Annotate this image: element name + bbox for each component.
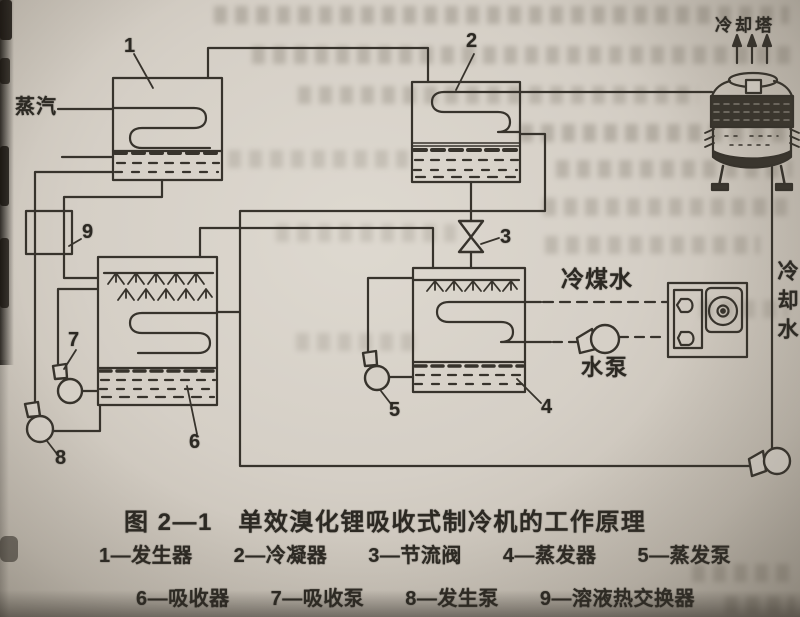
heat-exchanger-box: [24, 209, 74, 256]
tower-fill-media: [709, 94, 795, 129]
chilled-water-coil: [435, 300, 527, 344]
component-number-5: 5: [389, 399, 401, 421]
generator-vessel: [111, 76, 224, 182]
water-pump-label: 水泵: [581, 355, 630, 380]
condenser-vessel: [410, 80, 522, 184]
cooling-water-coil: [128, 311, 219, 355]
steam-label: 蒸汽: [15, 96, 57, 118]
gutter-ink-mark: [0, 238, 9, 308]
absorber-vessel: [96, 255, 219, 407]
leader-lines: [46, 53, 542, 455]
tower-basin: [711, 149, 793, 169]
air-flow-arrows: [731, 33, 773, 65]
showthrough-text-row: [692, 564, 792, 582]
cooling-water-label: 冷却水: [775, 260, 798, 347]
component-number-4: 4: [541, 396, 553, 418]
figure-caption: 图 2—1 单效溴化锂吸收式制冷机的工作原理: [124, 509, 647, 536]
showthrough-text-row: [214, 6, 789, 24]
gutter-ink-mark: [0, 0, 12, 40]
gutter-ink-mark: [0, 146, 9, 206]
showthrough-text-row: [252, 46, 792, 64]
absorber-pump-nozzle: [51, 362, 69, 381]
gutter-ink-mark: [0, 536, 18, 562]
evaporator-pump: [363, 364, 391, 392]
cooling-water-pump: [762, 446, 792, 476]
spray-nozzles: [107, 272, 213, 301]
pipes: [33, 46, 774, 468]
throttle-valve: [457, 219, 485, 254]
showthrough-text-row: [298, 86, 698, 104]
fan-coil-unit: [666, 281, 749, 359]
showthrough-text-row: [228, 150, 408, 168]
gutter-ink-mark: [0, 58, 10, 84]
bottom-edge-shadow: [0, 590, 800, 617]
generator-pump: [25, 414, 55, 444]
generator-pump-nozzle: [23, 400, 42, 419]
spray-nozzles: [426, 280, 518, 292]
figure-legend-line1: 1—发生器 2—冷凝器 3—节流阀 4—蒸发器 5—蒸发泵: [99, 545, 732, 567]
evaporator-pump-nozzle: [361, 349, 379, 368]
chilled-water-label: 冷煤水: [561, 266, 633, 292]
chilled-water-pump: [589, 323, 621, 355]
cooling-tower-label: 冷却塔: [715, 16, 775, 35]
showthrough-text-row: [520, 124, 792, 142]
absorber-pump: [56, 377, 84, 405]
component-number-8: 8: [55, 447, 67, 469]
cooling-tower: [704, 33, 800, 192]
component-number-1: 1: [124, 35, 136, 57]
page-gutter-shadow-lower: [0, 360, 9, 617]
showthrough-text-row: [545, 236, 760, 254]
pumps: [23, 323, 792, 478]
component-number-2: 2: [466, 30, 478, 52]
steam-coil: [111, 106, 212, 150]
showthrough-text-row: [296, 333, 416, 351]
component-number-7: 7: [68, 329, 80, 351]
component-number-9: 9: [82, 221, 94, 243]
evaporator-vessel: [411, 266, 527, 394]
showthrough-text-row: [543, 198, 791, 216]
component-number-3: 3: [500, 226, 512, 248]
component-number-6: 6: [189, 431, 201, 453]
condenser-coil: [430, 90, 522, 134]
